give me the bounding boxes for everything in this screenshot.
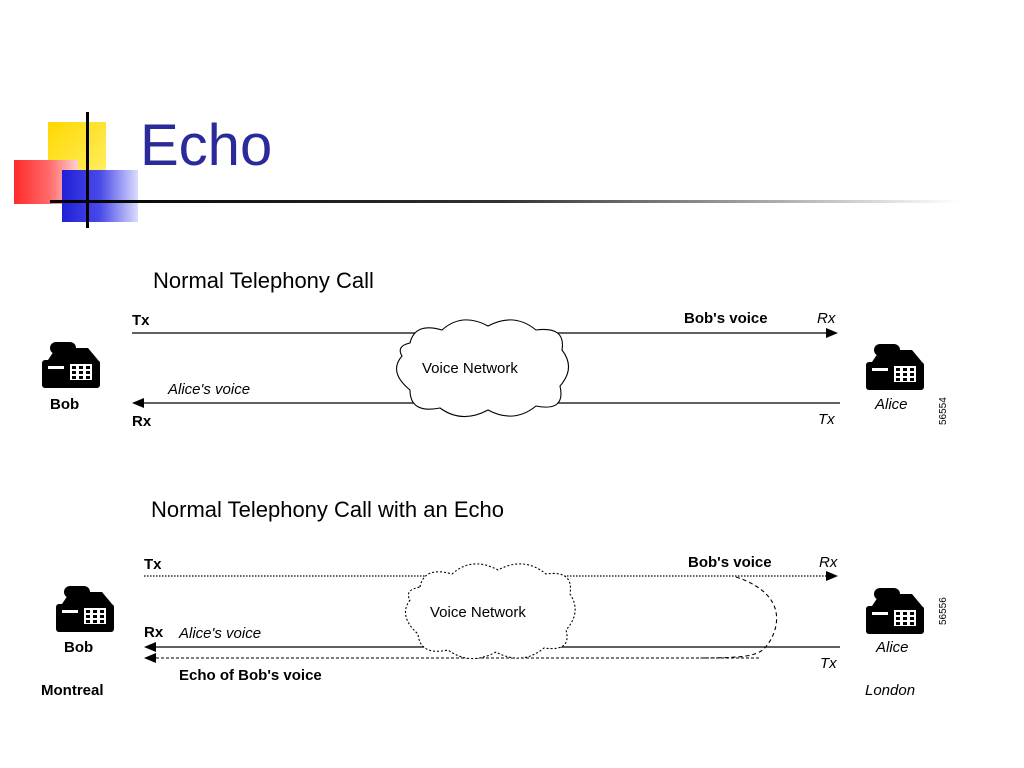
alice-name: Alice: [874, 396, 908, 413]
bob-name: Bob: [50, 396, 79, 413]
bob-tx-label: Tx: [144, 556, 162, 573]
alice-tx-label: Tx: [820, 655, 837, 672]
slide-title: Echo: [140, 113, 273, 178]
voice-network-label: Voice Network: [430, 604, 526, 621]
cloud-icon: [404, 563, 576, 660]
arrowhead-icon: [826, 571, 838, 581]
alice-name: Alice: [875, 639, 909, 656]
alice-telephone-icon: [866, 588, 924, 634]
arrowhead-icon: [132, 398, 144, 408]
bob-name: Bob: [64, 639, 93, 656]
decor-blue-square: [62, 170, 138, 222]
alice-rx-label: Rx: [819, 554, 838, 571]
alice-telephone-icon: [866, 344, 924, 390]
alice-city: London: [865, 682, 915, 699]
voice-network-label: Voice Network: [422, 360, 518, 377]
alice-rx-label: Rx: [817, 310, 836, 327]
decor-vertical-line: [86, 112, 89, 228]
bobs-voice-label: Bob's voice: [684, 310, 768, 327]
cloud-icon: [396, 319, 570, 418]
arrowhead-icon: [144, 653, 156, 663]
bob-telephone-icon: [42, 342, 100, 388]
diagram2: Bob Montreal Alice London Tx Rx Bob's vo…: [41, 554, 949, 699]
diagram2-caption: Normal Telephony Call with an Echo: [151, 497, 504, 522]
bob-city: Montreal: [41, 682, 104, 699]
title-underline: [50, 200, 960, 203]
alices-voice-label: Alice's voice: [178, 625, 261, 642]
bob-rx-label: Rx: [144, 624, 164, 641]
echo-label: Echo of Bob's voice: [179, 667, 322, 684]
bob-telephone-icon: [56, 586, 114, 632]
alices-voice-label: Alice's voice: [167, 381, 250, 398]
bob-rx-label: Rx: [132, 413, 152, 430]
figure-code: 56556: [938, 597, 949, 625]
figure-code: 56554: [938, 397, 949, 425]
bobs-voice-label: Bob's voice: [688, 554, 772, 571]
arrowhead-icon: [826, 328, 838, 338]
arrowhead-icon: [144, 642, 156, 652]
bob-tx-label: Tx: [132, 312, 150, 329]
alice-tx-label: Tx: [818, 411, 835, 428]
diagram1: Bob Alice Tx Rx Bob's voice Alice's voic…: [42, 310, 949, 430]
diagram1-caption: Normal Telephony Call: [153, 268, 374, 293]
echo-path: [699, 576, 778, 659]
